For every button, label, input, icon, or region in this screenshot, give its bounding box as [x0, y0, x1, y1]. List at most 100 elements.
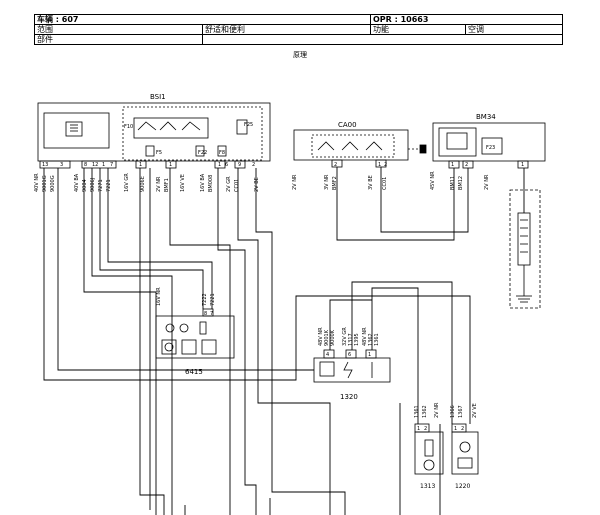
- wire-label: 16V GR: [124, 173, 130, 192]
- bm34-wire-labels: 45V NR BM11 BM12 2V NR 1 2 1: [430, 162, 524, 190]
- wire-label: 1366: [450, 405, 456, 418]
- wire-label: 9000K: [330, 329, 336, 346]
- pin-number: 4: [326, 352, 329, 358]
- wire-label: BM11: [450, 176, 456, 190]
- ca00-module: [293, 129, 427, 168]
- wire-label: 1362: [422, 405, 428, 418]
- wire-label: 2V NR: [434, 402, 440, 418]
- fuse-f22: F22: [198, 150, 207, 156]
- pin-number: 2: [384, 162, 387, 168]
- wire-label: 48V NR: [318, 327, 324, 346]
- parts-value: [202, 34, 563, 45]
- component-1220: [451, 423, 479, 475]
- pin-number: 1: [102, 162, 105, 168]
- pin-number: 8: [84, 162, 87, 168]
- bsi-module: [37, 102, 271, 169]
- c1320-label: 1320: [340, 393, 358, 401]
- fuse-f25: F25: [244, 122, 253, 128]
- wire-label: BMF1: [164, 178, 170, 192]
- c1320-wire-labels: 48V NR 9001K 9000K 32V GR 1317 1395 48V …: [318, 327, 380, 358]
- bsi-pin-numbers: 13 3 8 12 1 7 1 1 1 6 9 2: [42, 162, 255, 168]
- wire-label: 9006E: [140, 176, 146, 192]
- wire-label: 9000G: [50, 175, 56, 192]
- wire-label: 32V GR: [342, 327, 348, 346]
- pin-number: 8: [204, 311, 207, 317]
- wire-label: 1317: [348, 333, 354, 346]
- wire-label: 2V NR: [292, 174, 298, 190]
- pin-number: 6: [225, 162, 228, 168]
- pin-number: 3: [60, 162, 63, 168]
- pin-number: 1: [378, 162, 381, 168]
- wire-label: 9004: [82, 179, 88, 192]
- wire-label: 9001K: [324, 329, 330, 346]
- wire-label: 2V NR: [484, 174, 490, 190]
- wire-label: CC01: [234, 179, 240, 192]
- wire-label: 45V NR: [430, 171, 436, 190]
- wire-label: 7221: [106, 179, 112, 192]
- pin-number: 1: [521, 162, 524, 168]
- c1313-label: 1313: [420, 483, 435, 490]
- pin-number: 2: [424, 426, 427, 432]
- pin-number: 1: [451, 162, 454, 168]
- wire-label: 2V VE: [472, 403, 478, 418]
- pin-number: 7: [210, 311, 213, 317]
- wire-label: 16V VE: [180, 174, 186, 192]
- fuse-f10: F10: [124, 124, 133, 130]
- component-1313: [414, 423, 444, 475]
- pin-number: 1: [218, 162, 221, 168]
- wire-label: 1395: [354, 333, 360, 346]
- pin-number: 9: [238, 162, 241, 168]
- pin-number: 2: [461, 426, 464, 432]
- wire-label: 1367: [458, 405, 464, 418]
- ca00-label: CA00: [338, 121, 357, 129]
- bm34-module: [432, 122, 546, 309]
- pin-number: 1: [417, 426, 420, 432]
- component-6415: [155, 308, 235, 359]
- wire-label: 3V NR: [324, 174, 330, 190]
- wire-label: BM008: [208, 175, 214, 192]
- pin-number: 1: [169, 162, 172, 168]
- wire-label: 7271: [98, 179, 104, 192]
- c6415-wire-labels: 16V NR 7222 7221 8 7: [156, 287, 216, 317]
- wire-label: 48V NR: [362, 327, 368, 346]
- wire-label: 40V NR: [34, 173, 40, 192]
- wire-label: 9006J: [90, 178, 96, 192]
- c1313-wire-labels: 1361 1362 2V NR 1 2: [414, 402, 440, 432]
- ca00-wire-labels: 2V NR 3V NR BMF2 3V BE CC01 2 1 2: [292, 162, 388, 190]
- fuse-f5: F5: [156, 150, 162, 156]
- diagram-subtitle: 原理: [293, 51, 307, 59]
- wire-label: 40V BA: [74, 173, 80, 192]
- wire-label: 2V BE: [254, 177, 260, 192]
- pin-number: 2: [465, 162, 468, 168]
- wire-label: 16V BA: [200, 173, 206, 192]
- wire-label: 1362: [368, 333, 374, 346]
- wire-label: BM12: [458, 176, 464, 190]
- c1220-wire-labels: 1366 1367 2V VE 1 2: [450, 403, 478, 432]
- pin-number: 7: [110, 162, 113, 168]
- wire-label: 16V NR: [156, 287, 162, 306]
- wire-label: 7221: [210, 293, 216, 306]
- pin-number: 1: [139, 162, 142, 168]
- wire-label: CC01: [382, 177, 388, 190]
- wire-label: 1361: [374, 333, 380, 346]
- wires: [43, 167, 525, 515]
- fuse-f8: F8: [219, 150, 225, 156]
- pin-number: 2: [334, 162, 337, 168]
- pin-number: 2: [252, 162, 255, 168]
- bm34-label: BM34: [476, 113, 496, 121]
- wire-label: 3V BE: [368, 175, 374, 190]
- wire-label: 1361: [414, 405, 420, 418]
- wire-label: 2V NR: [156, 176, 162, 192]
- c1220-label: 1220: [455, 483, 470, 490]
- header-table: 车辆 : 607 OPR : 10663 范围 舒适和便利 功能 空调 部件: [34, 14, 563, 45]
- wire-label: 9001G: [42, 175, 48, 192]
- pin-number: 13: [42, 162, 48, 168]
- pin-number: 1: [454, 426, 457, 432]
- bsi-label: BSI1: [150, 93, 166, 101]
- pin-number: 6: [348, 352, 351, 358]
- bsi-wire-labels: 40V NR 9001G 9000G 40V BA 9004 9006J 727…: [34, 173, 260, 192]
- pin-number: 12: [92, 162, 98, 168]
- wire-label: 7222: [202, 293, 208, 306]
- c6415-label: 6415: [185, 368, 203, 376]
